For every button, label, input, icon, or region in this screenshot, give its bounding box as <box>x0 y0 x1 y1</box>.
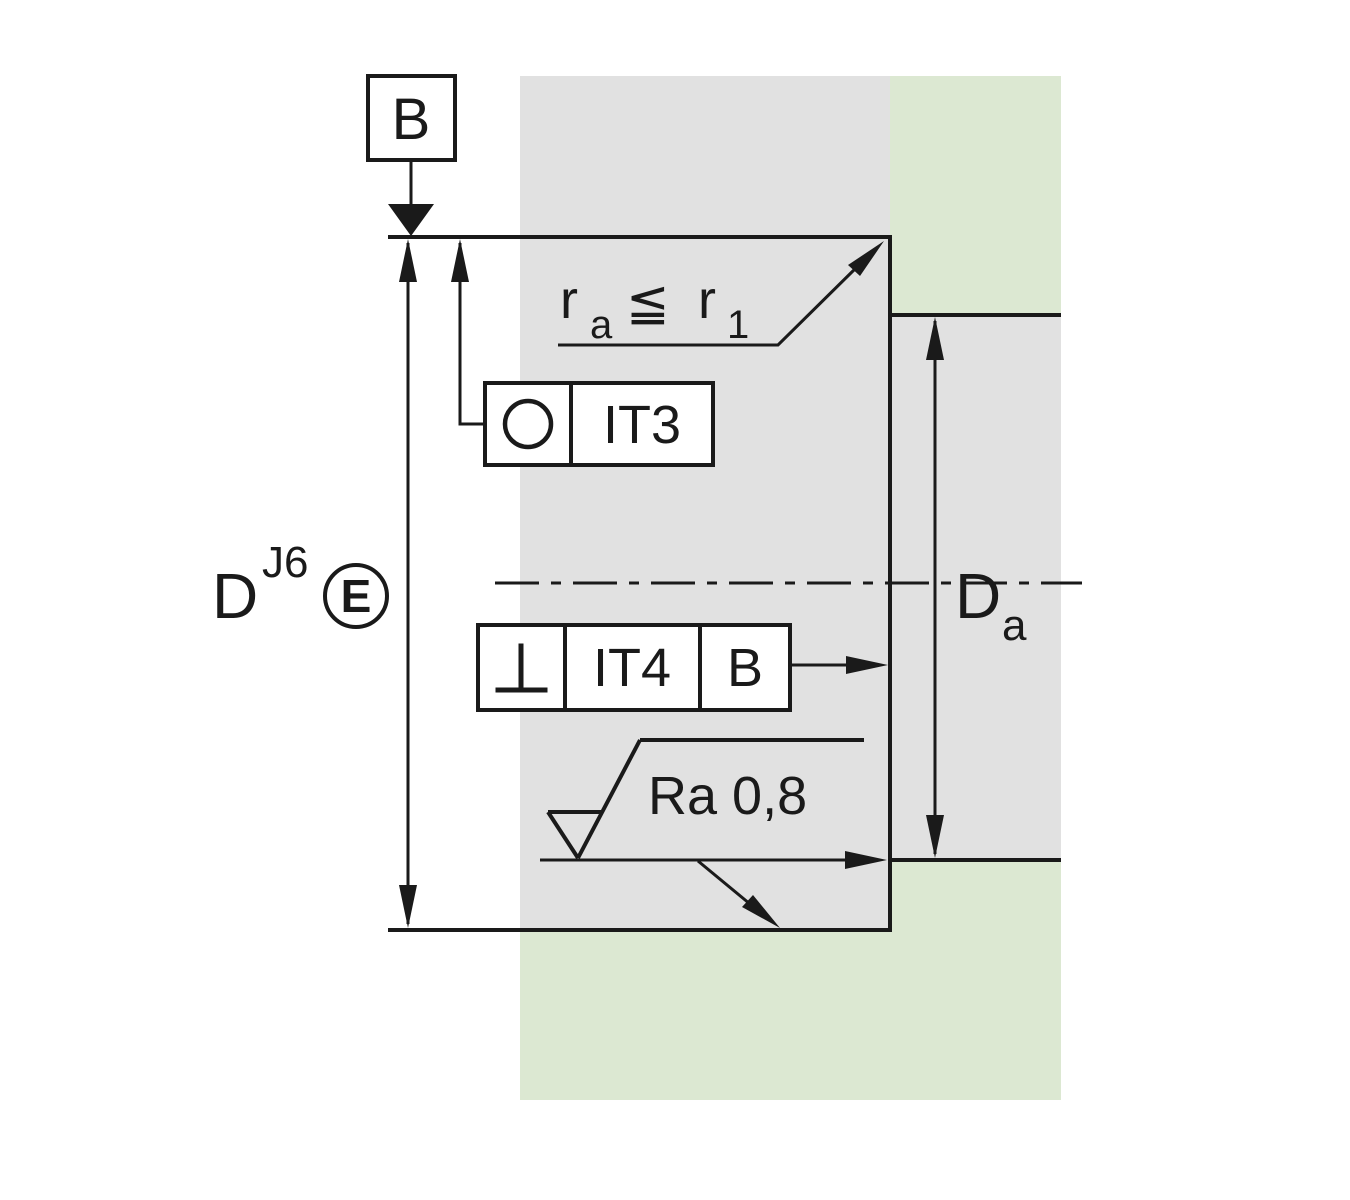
arrowhead-up-icon <box>399 239 417 282</box>
arrowhead-down-icon <box>399 885 417 928</box>
outer-arrowhead-up-icon <box>926 317 944 360</box>
surface-finish-value: Ra 0,8 <box>648 766 807 826</box>
chamfer-r-sub: a <box>590 303 613 347</box>
outer-dimension-subscript: a <box>1002 601 1027 650</box>
surface-branch-leader-line <box>697 859 751 906</box>
envelope-circle-icon <box>323 563 389 629</box>
datum-box-label: B <box>392 87 431 152</box>
roundness-leader-line <box>458 243 485 426</box>
datum-triangle-icon <box>388 204 434 236</box>
perpendicularity-arrowhead-icon <box>846 656 888 674</box>
roundness-arrowhead-icon <box>451 239 469 282</box>
housing-cross-section <box>520 76 1061 930</box>
surface-branch-arrowhead-icon <box>742 895 780 928</box>
chamfer-r1-letter: r <box>698 270 716 330</box>
roundness-frame <box>483 381 715 467</box>
bore-dimension-fit: J6 <box>262 538 308 587</box>
surface-finish-icon <box>546 738 864 860</box>
less-equal-icon: ≦ <box>626 273 670 333</box>
perpendicularity-frame <box>476 623 792 712</box>
envelope-symbol: E <box>341 570 372 622</box>
chamfer-r-letter: r <box>560 270 578 330</box>
chamfer-r1-sub: 1 <box>727 303 749 347</box>
perpendicularity-tolerance-value: IT4 <box>593 638 671 698</box>
outer-dimension-letter: D <box>955 560 1001 632</box>
perpendicularity-datum-ref: B <box>727 638 763 698</box>
outer-arrowhead-down-icon <box>926 815 944 858</box>
circularity-icon <box>502 398 554 450</box>
surface-arrowhead-icon <box>845 851 887 869</box>
bore-dimension-letter: D <box>212 560 258 632</box>
perpendicularity-icon <box>495 643 548 693</box>
chamfer-arrowhead-icon <box>848 241 884 276</box>
chamfer-leader-line <box>558 262 862 347</box>
roundness-tolerance-value: IT3 <box>603 395 681 455</box>
